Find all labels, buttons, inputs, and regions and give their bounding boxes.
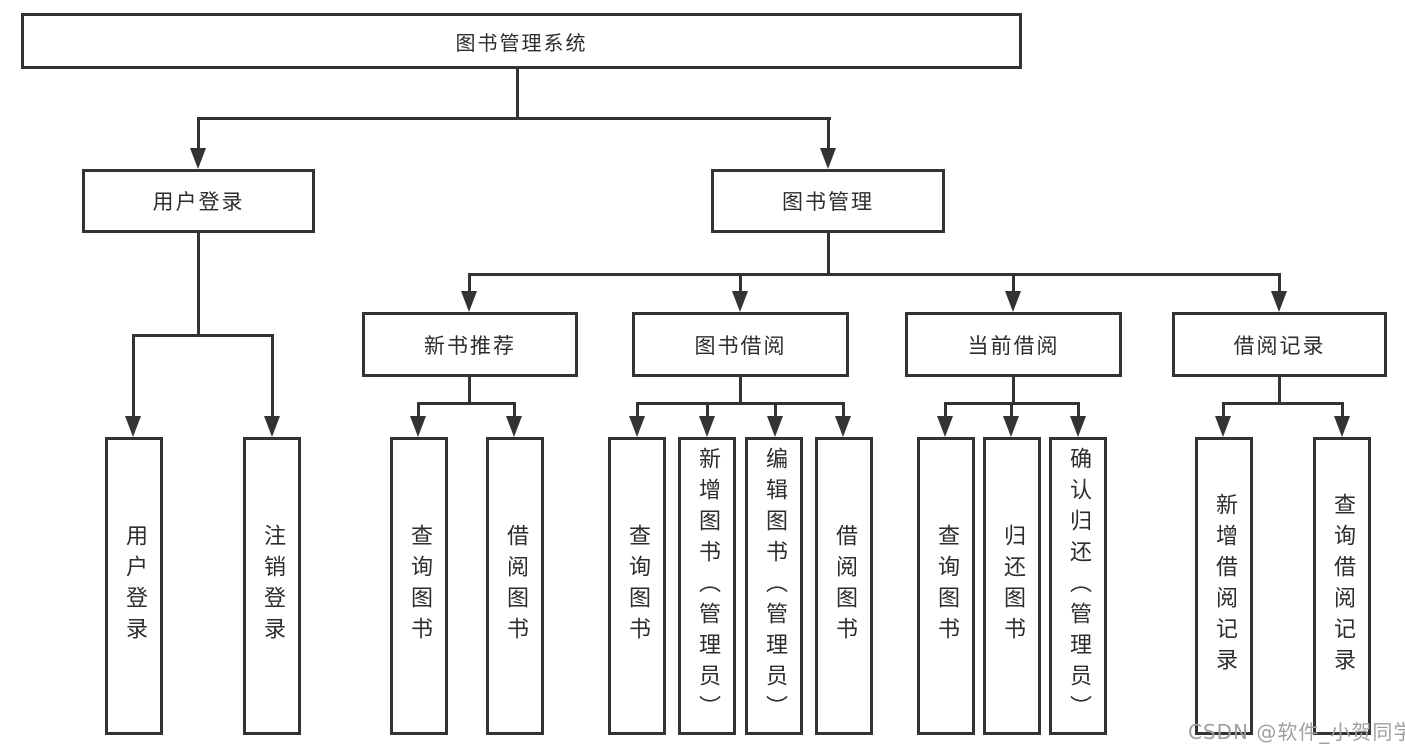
edge-leaf-user-login-drop	[132, 334, 135, 419]
leaf-logout: 注销登录	[243, 437, 301, 735]
leaf-label: 查询借阅记录	[1330, 493, 1355, 679]
leaf-borrow-books-newbooks: 借阅图书	[486, 437, 544, 735]
leaf-add-books-admin: 新增图书（管理员）	[678, 437, 736, 735]
arrowhead-icon	[820, 148, 836, 169]
edge-new-books-hline	[417, 402, 516, 405]
arrowhead-icon	[190, 148, 206, 169]
leaf-label: 查询图书	[407, 524, 432, 648]
leaf-borrow-books: 借阅图书	[815, 437, 873, 735]
arrowhead-icon	[1334, 416, 1350, 437]
edge-user-login-hline	[132, 334, 274, 337]
edge-leaf-drop	[706, 402, 709, 419]
edge-user-login-stem	[197, 233, 200, 336]
edge-current-borrow-drop	[1012, 273, 1015, 295]
node-root: 图书管理系统	[21, 13, 1022, 69]
leaf-label: 归还图书	[1000, 524, 1025, 648]
edge-leaf-drop	[842, 402, 845, 419]
edge-leaf-drop	[636, 402, 639, 419]
node-borrow-records: 借阅记录	[1172, 312, 1387, 377]
edge-book-borrow-hline	[636, 402, 845, 405]
arrowhead-icon	[125, 416, 141, 437]
node-current-borrow: 当前借阅	[905, 312, 1122, 377]
leaf-label: 查询图书	[625, 524, 650, 648]
leaf-label: 借阅图书	[832, 524, 857, 648]
node-book-mgmt: 图书管理	[711, 169, 945, 233]
arrowhead-icon	[767, 416, 783, 437]
edge-leaf-drop	[944, 402, 947, 419]
edge-book-borrow-drop	[739, 273, 742, 295]
edge-leaf-logout-drop	[271, 334, 274, 419]
arrowhead-icon	[699, 416, 715, 437]
edge-current-borrow-stem	[1012, 377, 1015, 404]
edge-book-mgmt-drop	[827, 117, 830, 151]
edge-borrow-records-drop	[1278, 273, 1281, 295]
edge-user-login-drop	[197, 117, 200, 151]
edge-leaf-drop	[1077, 402, 1080, 419]
node-user-login: 用户登录	[82, 169, 315, 233]
edge-leaf-drop	[417, 402, 420, 419]
node-book-borrow: 图书借阅	[632, 312, 849, 377]
arrowhead-icon	[264, 416, 280, 437]
edge-new-books-drop	[468, 273, 471, 295]
arrowhead-icon	[1003, 416, 1019, 437]
edge-level2-hline	[197, 117, 831, 120]
edge-new-books-stem	[468, 377, 471, 404]
edge-level3-hline	[468, 273, 1281, 276]
leaf-confirm-return-admin: 确认归还（管理员）	[1049, 437, 1107, 735]
edge-leaf-drop	[774, 402, 777, 419]
arrowhead-icon	[937, 416, 953, 437]
leaf-label: 借阅图书	[503, 524, 528, 648]
leaf-return-books: 归还图书	[983, 437, 1041, 735]
edge-borrow-records-hline	[1222, 402, 1344, 405]
arrowhead-icon	[835, 416, 851, 437]
leaf-label: 确认归还（管理员）	[1066, 446, 1091, 726]
arrowhead-icon	[410, 416, 426, 437]
arrowhead-icon	[1005, 291, 1021, 312]
arrowhead-icon	[1070, 416, 1086, 437]
leaf-user-login: 用户登录	[105, 437, 163, 735]
leaf-query-books-current: 查询图书	[917, 437, 975, 735]
edge-book-mgmt-stem	[827, 233, 830, 275]
edge-leaf-drop	[513, 402, 516, 419]
edge-book-borrow-stem	[739, 377, 742, 404]
arrowhead-icon	[1271, 291, 1287, 312]
leaf-edit-books-admin: 编辑图书（管理员）	[745, 437, 803, 735]
edge-leaf-drop	[1010, 402, 1013, 419]
edge-leaf-drop	[1222, 402, 1225, 419]
arrowhead-icon	[1215, 416, 1231, 437]
leaf-label: 查询图书	[934, 524, 959, 648]
leaf-label: 用户登录	[122, 524, 147, 648]
edge-borrow-records-stem	[1278, 377, 1281, 404]
leaf-label: 新增借阅记录	[1212, 493, 1237, 679]
edge-leaf-drop	[1341, 402, 1344, 419]
arrowhead-icon	[506, 416, 522, 437]
leaf-label: 注销登录	[260, 524, 285, 648]
arrowhead-icon	[629, 416, 645, 437]
watermark-text: CSDN @软件_小贺同学	[1188, 720, 1405, 744]
leaf-label: 新增图书（管理员）	[695, 446, 720, 726]
edge-root-stem	[516, 69, 519, 119]
leaf-query-borrow-record: 查询借阅记录	[1313, 437, 1371, 735]
leaf-query-books-newbooks: 查询图书	[390, 437, 448, 735]
node-new-books: 新书推荐	[362, 312, 578, 377]
arrowhead-icon	[732, 291, 748, 312]
arrowhead-icon	[461, 291, 477, 312]
leaf-label: 编辑图书（管理员）	[762, 446, 787, 726]
leaf-query-books-borrow: 查询图书	[608, 437, 666, 735]
leaf-add-borrow-record: 新增借阅记录	[1195, 437, 1253, 735]
